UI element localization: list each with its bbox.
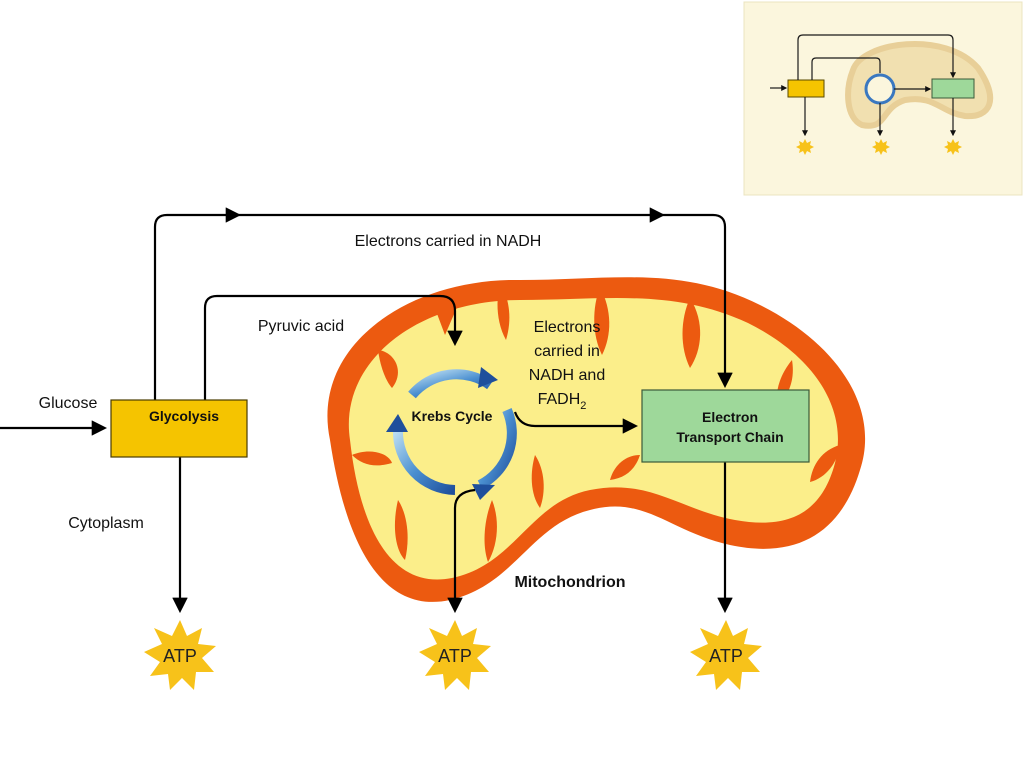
- atp-star-glycolysis: ATP: [144, 620, 216, 690]
- overview-thumbnail: [743, 1, 1023, 196]
- thumb-atp-star-3: [944, 139, 962, 155]
- etc-label-line-2: Transport Chain: [676, 429, 783, 445]
- atp-label-2: ATP: [438, 646, 472, 666]
- electrons-nadh-fadh2-line-2: carried in: [534, 343, 600, 360]
- fadh2-subscript: 2: [580, 400, 586, 412]
- etc-label-line-1: Electron: [702, 409, 758, 425]
- electron-transport-chain-box: [641, 389, 810, 463]
- nadh-fadh2-arrow: [513, 411, 639, 434]
- flow-arrows: [0, 207, 733, 614]
- electrons-nadh-fadh2-line-3: NADH and: [529, 367, 605, 384]
- mitochondrion-shape: [327, 277, 866, 602]
- glycolysis-label: Glycolysis: [149, 408, 219, 424]
- atp-label-1: ATP: [163, 646, 197, 666]
- pyruvic-acid-label: Pyruvic acid: [258, 318, 344, 335]
- fadh-text: FADH: [538, 391, 581, 408]
- atp-star-etc: ATP: [690, 620, 762, 690]
- krebs-cycle-label: Krebs Cycle: [412, 408, 493, 424]
- cytoplasm-label: Cytoplasm: [68, 515, 144, 532]
- nadh-arrow: [153, 213, 733, 400]
- atp-label-3: ATP: [709, 646, 743, 666]
- mitochondrion-label: Mitochondrion: [514, 574, 625, 591]
- electrons-nadh-fadh2-line-4: FADH2: [538, 391, 587, 412]
- glycolysis-box: [110, 399, 248, 458]
- thumb-atp-star-2: [872, 139, 890, 155]
- krebs-atp-arrow: [447, 488, 476, 614]
- krebs-cycle-ring: [386, 367, 517, 500]
- electrons-nadh-label: Electrons carried in NADH: [355, 233, 542, 250]
- thumb-atp-star-1: [796, 139, 814, 155]
- pyruvic-acid-arrow: [203, 294, 463, 400]
- atp-star-krebs: ATP: [419, 620, 491, 690]
- glucose-label: Glucose: [39, 395, 98, 412]
- electrons-nadh-fadh2-line-1: Electrons: [534, 319, 601, 336]
